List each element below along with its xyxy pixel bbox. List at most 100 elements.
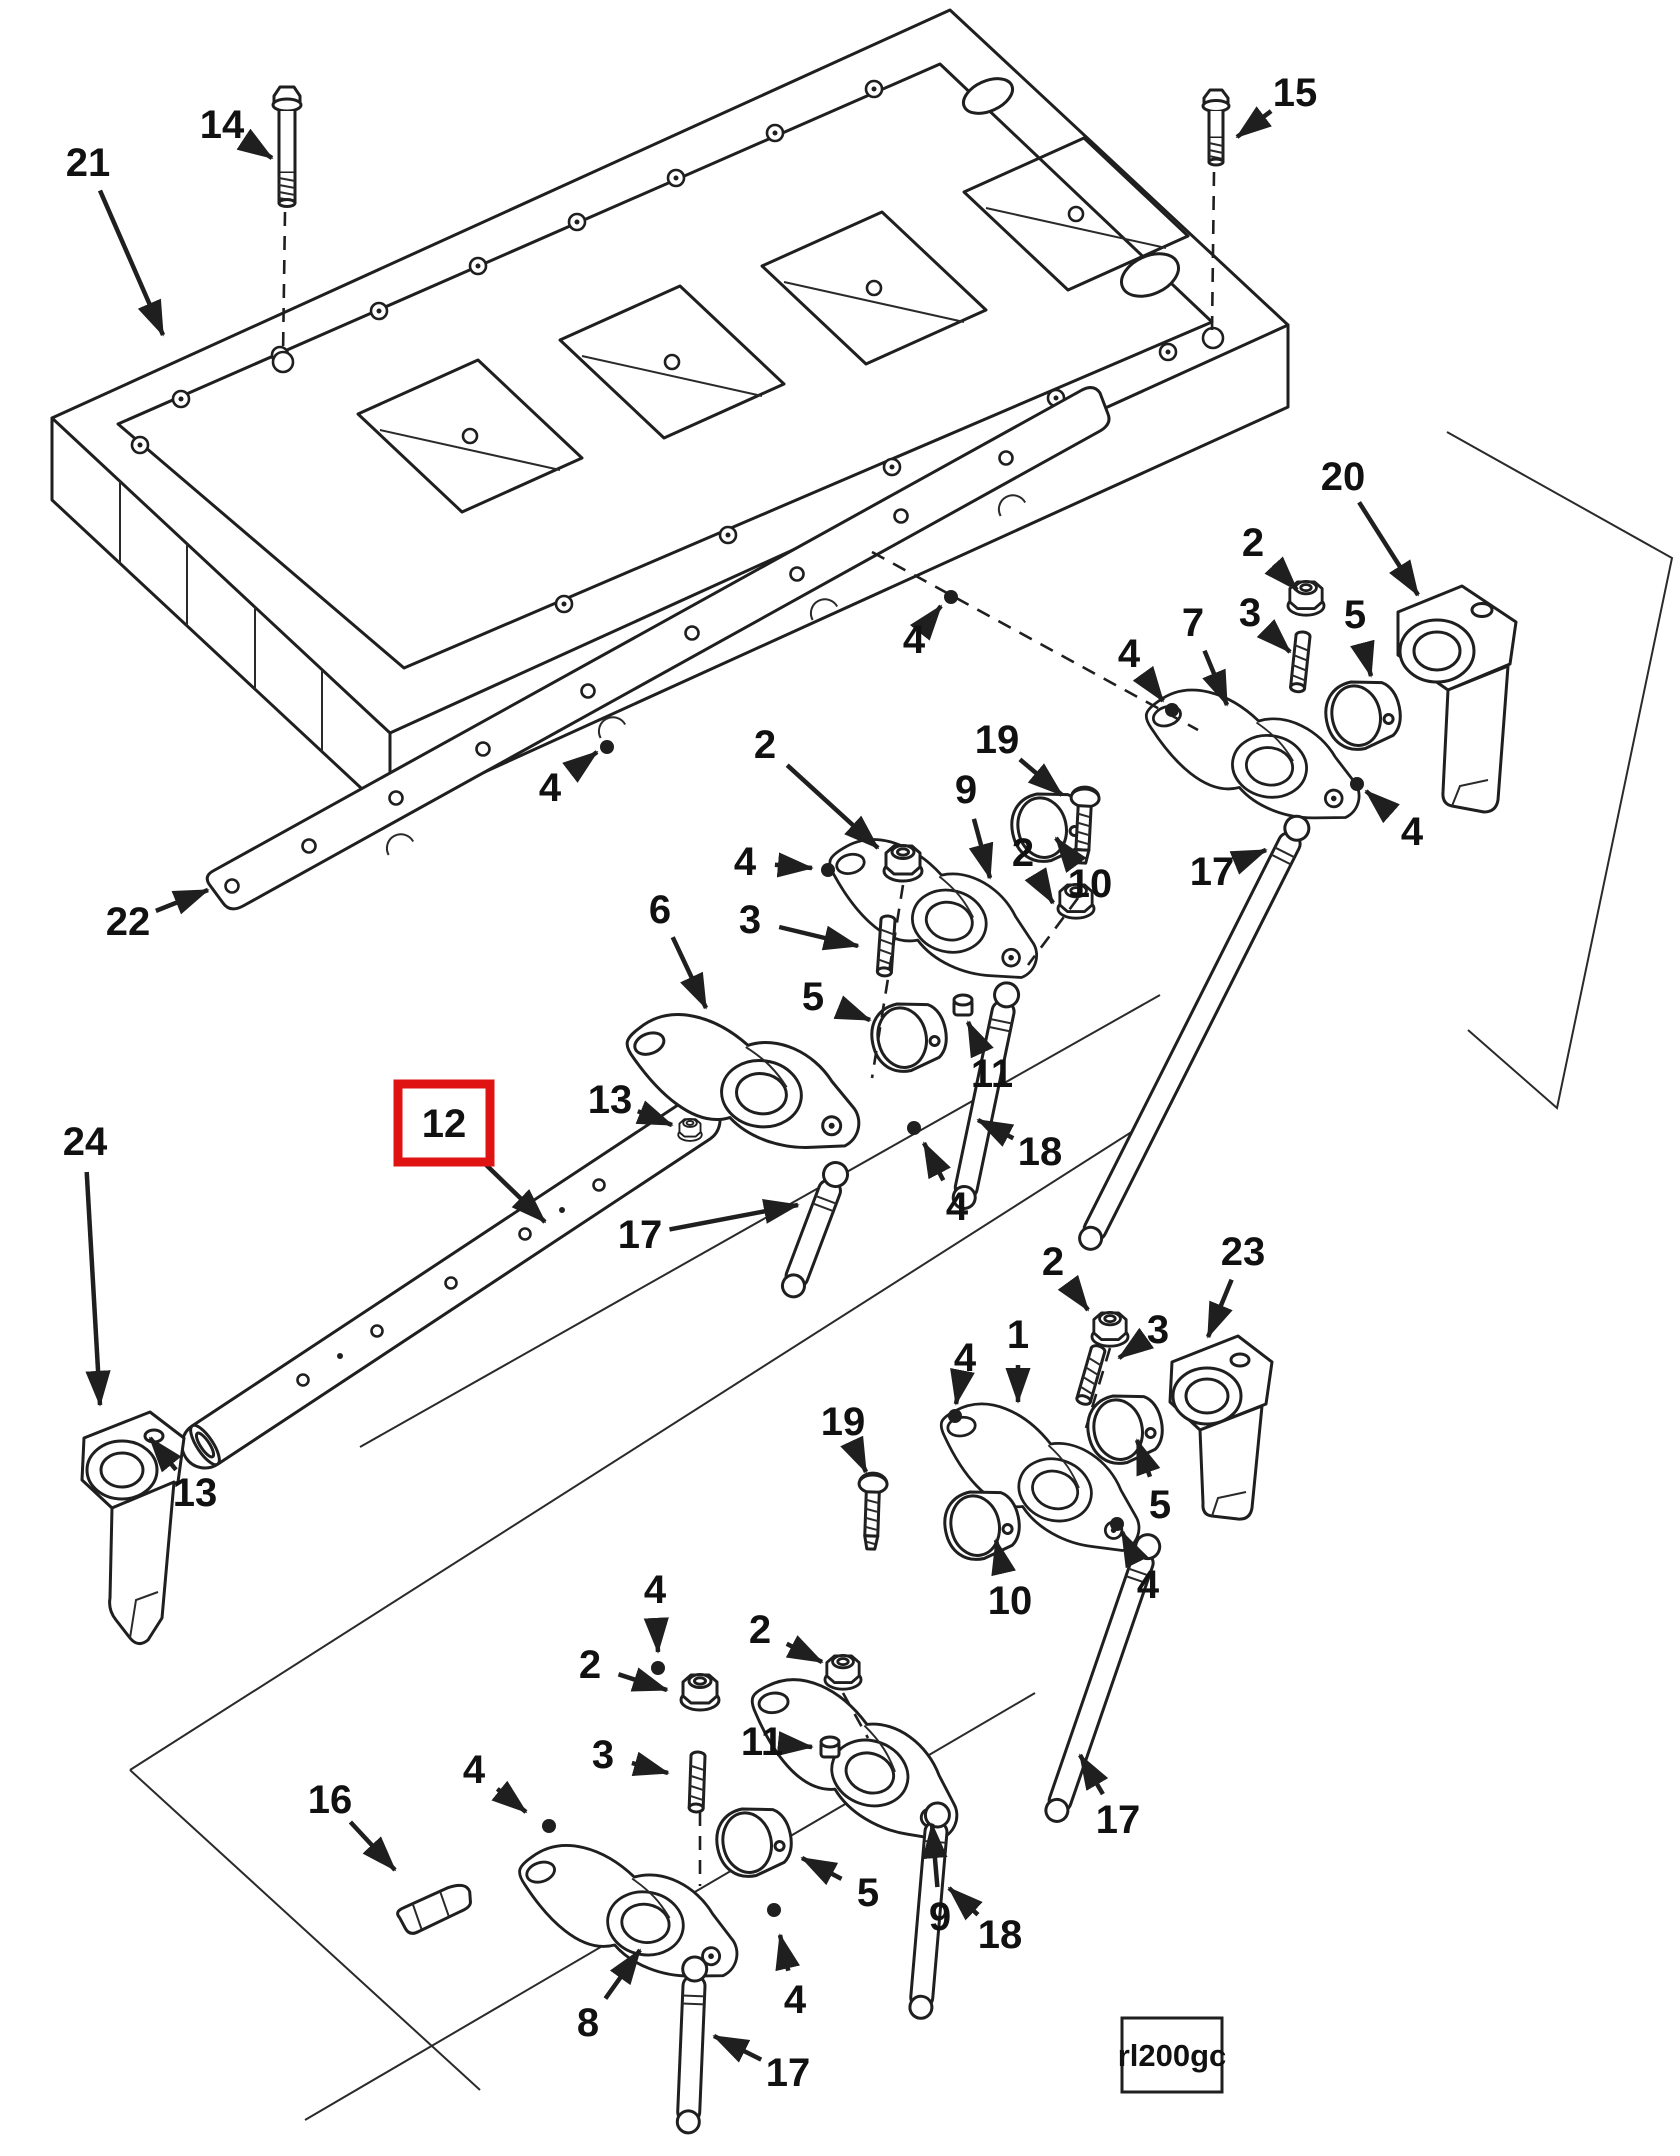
callout-arrow xyxy=(348,1820,397,1872)
callout-label-20: 20 xyxy=(1321,455,1366,499)
callout-arrow xyxy=(922,1141,951,1182)
callout-label-16: 16 xyxy=(308,1778,353,1822)
callout-label-4: 4 xyxy=(734,840,757,884)
callout-label-1: 1 xyxy=(1007,1313,1029,1357)
callout-label-4: 4 xyxy=(903,618,926,662)
callout-18: 18 xyxy=(947,1886,1023,1957)
callout-arrow xyxy=(669,1199,800,1232)
adjusting-screw-3-rocker7 xyxy=(1288,629,1312,694)
adjusting-nut-2-rocker8 xyxy=(679,1673,721,1712)
callout-arrow xyxy=(778,924,860,951)
callout-arrow xyxy=(1134,1438,1161,1478)
callout-label-2: 2 xyxy=(1242,521,1264,565)
callout-label-3: 3 xyxy=(1147,1308,1169,1352)
callout-label-19: 19 xyxy=(821,1400,866,1444)
callout-label-4: 4 xyxy=(1118,632,1141,676)
callout-label-17: 17 xyxy=(1190,850,1235,894)
callout-4: 4 xyxy=(643,1568,669,1654)
callout-3: 3 xyxy=(1117,1308,1169,1360)
callout-label-2: 2 xyxy=(579,1643,601,1687)
callout-24: 24 xyxy=(63,1120,111,1407)
callout-label-5: 5 xyxy=(1149,1483,1171,1527)
callout-19: 19 xyxy=(821,1400,869,1474)
callout-arrow xyxy=(800,1856,843,1886)
callout-arrow xyxy=(148,1436,182,1473)
highlight-box xyxy=(393,1079,495,1167)
callout-label-3: 3 xyxy=(739,898,761,942)
callout-16: 16 xyxy=(308,1778,397,1872)
callout-17: 17 xyxy=(712,2033,811,2095)
cover-rim-holes xyxy=(130,79,1225,614)
callout-17: 17 xyxy=(1190,847,1268,894)
callout-4: 4 xyxy=(1364,789,1424,854)
callout-label-17: 17 xyxy=(618,1213,663,1257)
push-rod-17-lower-left xyxy=(675,1955,709,2135)
callout-arrow xyxy=(484,1162,547,1224)
callout-arrow xyxy=(1119,1530,1149,1569)
callout-5: 5 xyxy=(800,1856,879,1915)
callout-arrow xyxy=(1078,1753,1109,1796)
callout-arrow xyxy=(631,1751,670,1777)
callout-17: 17 xyxy=(618,1199,800,1257)
callout-13: 13 xyxy=(588,1078,674,1128)
valve-cover xyxy=(50,8,1290,817)
shaft-retaining-nut-13-upper xyxy=(677,1117,703,1142)
bushing-5-lower-left xyxy=(709,1798,799,1884)
callout-arrow xyxy=(922,1822,948,1888)
callout-arrow xyxy=(635,1100,674,1128)
callout-label-15: 15 xyxy=(1273,71,1318,115)
callout-2: 2 xyxy=(754,723,880,850)
callout-arrow xyxy=(785,763,880,850)
callout-arrow xyxy=(1364,789,1400,824)
callout-label-24: 24 xyxy=(63,1120,108,1164)
callout-label-10: 10 xyxy=(988,1579,1033,1623)
callout-label-2: 2 xyxy=(1042,1240,1064,1284)
callout-2: 2 xyxy=(1012,831,1055,905)
callout-4: 4 xyxy=(1119,1530,1160,1607)
callout-label-7: 7 xyxy=(1182,601,1204,645)
callout-arrow xyxy=(84,1171,111,1407)
callout-label-4: 4 xyxy=(463,1748,486,1792)
callout-label-18: 18 xyxy=(978,1913,1023,1957)
callout-8: 8 xyxy=(577,1948,642,2045)
callout-10: 10 xyxy=(1054,836,1112,906)
callout-arrow xyxy=(1054,836,1087,873)
callout-17: 17 xyxy=(1078,1753,1140,1842)
callout-10: 10 xyxy=(988,1538,1033,1623)
callout-label-14: 14 xyxy=(200,103,245,147)
callout-arrow xyxy=(1350,639,1375,678)
callout-4: 4 xyxy=(1118,632,1165,703)
callout-3: 3 xyxy=(1239,591,1292,654)
callout-label-11: 11 xyxy=(741,1720,783,1764)
callout-arrow xyxy=(965,1020,994,1059)
callout-arrow xyxy=(775,1933,800,1972)
cover-round-boss xyxy=(1120,252,1180,298)
cover-oval-hole xyxy=(961,77,1015,115)
callout-label-4: 4 xyxy=(784,1978,807,2022)
callout-2: 2 xyxy=(1042,1240,1090,1312)
callout-label-17: 17 xyxy=(766,2051,811,2095)
callout-label-3: 3 xyxy=(592,1733,614,1777)
callout-4: 4 xyxy=(950,1336,977,1406)
callout-label-2: 2 xyxy=(1012,831,1034,875)
callout-arrow xyxy=(968,818,994,880)
callout-9: 9 xyxy=(922,1822,951,1939)
callout-7: 7 xyxy=(1182,601,1230,707)
pedestal-20 xyxy=(1396,584,1518,814)
callout-22: 22 xyxy=(106,887,210,944)
callout-2: 2 xyxy=(1242,521,1299,592)
bolt-15-axis-line xyxy=(1210,171,1216,333)
callout-4: 4 xyxy=(903,604,943,662)
callout-arrow xyxy=(1024,867,1055,905)
callout-11: 11 xyxy=(741,1720,814,1764)
callout-arrow xyxy=(909,604,943,641)
cover-bolt-14 xyxy=(271,85,303,208)
screw-19-lower xyxy=(855,1471,889,1551)
callout-arrow xyxy=(712,2033,763,2063)
callout-14: 14 xyxy=(200,103,274,160)
callout-label-4: 4 xyxy=(644,1568,667,1612)
callout-arrow xyxy=(1256,619,1292,654)
callout-arrow xyxy=(236,128,274,160)
callout-6: 6 xyxy=(649,888,709,1010)
